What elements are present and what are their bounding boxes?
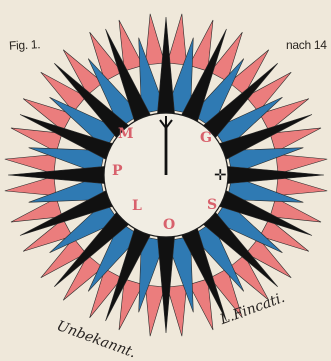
- dial-letter-l: L: [132, 198, 142, 214]
- pink-point: [167, 285, 186, 336]
- dial-cross-icon: ✛: [214, 166, 227, 184]
- figure-label: Fig. 1.: [9, 37, 41, 53]
- pink-point: [5, 154, 56, 173]
- dial-letter-o: O: [163, 217, 175, 233]
- dial-letter-g: G: [200, 130, 212, 146]
- pink-point: [276, 176, 327, 195]
- pink-point: [145, 14, 164, 65]
- dial-letter-m: M: [118, 126, 134, 142]
- pink-point: [145, 285, 164, 336]
- pink-point: [167, 14, 186, 65]
- pink-point: [5, 176, 56, 195]
- dial-letter-p: P: [112, 163, 123, 179]
- source-note: nach 14: [286, 38, 327, 52]
- pink-point: [276, 154, 327, 173]
- dial-letter-s: S: [207, 197, 217, 213]
